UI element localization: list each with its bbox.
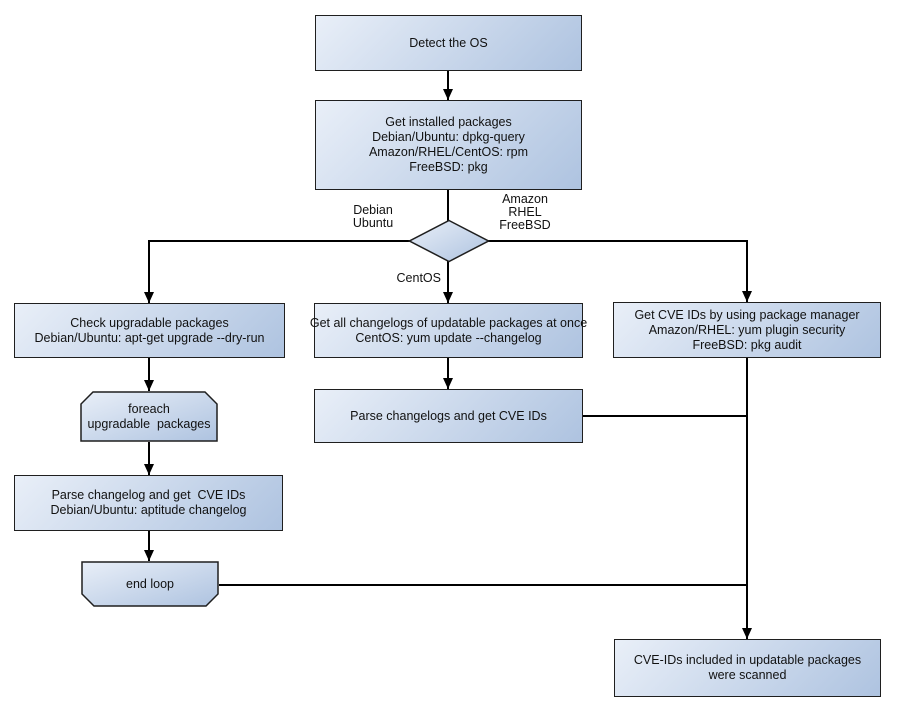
node-label: Get all changelogs of updatable packages… <box>309 315 588 330</box>
arrowhead <box>143 550 154 561</box>
node-get-installed-packages: Get installed packages Debian/Ubuntu: dp… <box>315 100 582 190</box>
branch-label-debian-ubuntu: Debian Ubuntu <box>338 204 408 230</box>
arrowhead <box>443 89 453 100</box>
node-foreach-loop: foreach upgradable packages <box>80 391 218 442</box>
diamond-shape <box>408 219 490 263</box>
node-label: foreach <box>128 401 170 416</box>
branch-label-centos: CentOS <box>381 272 441 285</box>
node-parse-changelogs-centos: Parse changelogs and get CVE IDs <box>314 389 583 443</box>
node-label: Get CVE IDs by using package manager <box>634 307 860 322</box>
connector-check-to-foreach <box>148 358 150 391</box>
node-label: Debian/Ubuntu: aptitude changelog <box>50 503 247 517</box>
connector-parsemid-to-join <box>583 415 747 417</box>
node-label: Amazon/RHEL: yum plugin security <box>648 322 846 337</box>
connector-join-to-result <box>746 358 748 639</box>
node-label: CVE-IDs included in updatable packages <box>633 653 862 667</box>
branch-label-line: Ubuntu <box>352 216 394 230</box>
connector-left-branch-down <box>148 241 150 303</box>
node-label: Amazon/RHEL/CentOS: rpm <box>368 145 529 159</box>
arrowhead <box>742 291 752 302</box>
connector-installed-to-decision <box>447 190 449 221</box>
node-label: Debian/Ubuntu: apt-get upgrade --dry-run <box>34 330 265 345</box>
node-result-scanned: CVE-IDs included in updatable packages w… <box>614 639 881 697</box>
arrowhead <box>742 628 752 639</box>
node-get-cve-ids-pkg-manager: Get CVE IDs by using package manager Ama… <box>613 302 881 358</box>
loop-start-shape <box>80 391 218 442</box>
connector-right-branch-down <box>746 241 748 302</box>
node-end-loop: end loop <box>81 561 219 607</box>
branch-label-line: FreeBSD <box>499 218 551 232</box>
connector-endloop-to-join <box>219 584 747 586</box>
node-label: Check upgradable packages <box>70 315 229 330</box>
node-label: Debian/Ubuntu: dpkg-query <box>372 130 525 144</box>
connector-parse-to-endloop <box>148 531 150 561</box>
arrowhead <box>443 292 453 303</box>
node-parse-changelog-debian: Parse changelog and get CVE IDs Debian/U… <box>14 475 283 531</box>
node-label: were scanned <box>708 668 787 682</box>
node-label: CentOS: yum update --changelog <box>355 330 542 345</box>
branch-label-line: Amazon <box>502 192 548 206</box>
arrowhead <box>443 378 453 389</box>
node-label: FreeBSD: pkg audit <box>692 337 802 352</box>
node-label: upgradable packages <box>87 416 211 431</box>
branch-label-line: Debian <box>353 203 393 217</box>
arrowhead <box>143 292 154 303</box>
connector-changelogs-to-parse <box>447 358 449 389</box>
arrowhead <box>143 380 154 391</box>
connector-decision-left <box>148 240 410 242</box>
node-get-all-changelogs: Get all changelogs of updatable packages… <box>310 303 587 358</box>
node-label: Parse changelog and get CVE IDs <box>51 488 246 502</box>
connector-detect-to-installed <box>447 71 449 100</box>
node-check-upgradable-packages: Check upgradable packages Debian/Ubuntu:… <box>14 303 285 358</box>
connector-decision-right <box>488 240 748 242</box>
node-label: FreeBSD: pkg <box>409 160 488 174</box>
node-os-decision-diamond <box>408 219 490 263</box>
branch-label-line: RHEL <box>508 205 542 219</box>
branch-label-amazon-rhel-freebsd: Amazon RHEL FreeBSD <box>490 193 560 232</box>
arrowhead <box>143 464 154 475</box>
node-label: Detect the OS <box>409 35 488 50</box>
connector-decision-centos-down <box>447 261 449 303</box>
node-label: Get installed packages <box>385 115 512 129</box>
connector-foreach-to-parse <box>148 442 150 475</box>
loop-end-shape <box>81 561 219 607</box>
branch-label-line: CentOS <box>396 271 441 285</box>
node-label: end loop <box>126 576 174 591</box>
node-detect-os: Detect the OS <box>315 15 582 71</box>
node-label: Parse changelogs and get CVE IDs <box>350 408 547 423</box>
